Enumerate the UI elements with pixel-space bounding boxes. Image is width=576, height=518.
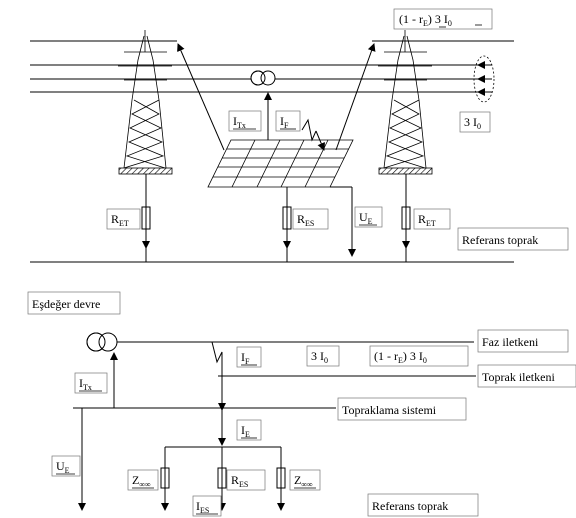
label-3i0-bottom: 3 I0 — [306, 345, 340, 367]
label-3i0-top: 3 I0 — [459, 111, 491, 133]
transformer-symbol — [250, 70, 276, 86]
svg-text:3 I0: 3 I0 — [464, 115, 481, 131]
svg-text:UE: UE — [359, 210, 373, 226]
svg-text:RET: RET — [418, 212, 436, 228]
svg-text:Faz iletkeni: Faz iletkeni — [482, 335, 539, 349]
bottom-equivalent-circuit: Eşdeğer devre — [27, 291, 576, 517]
label-phase-conductor: Faz iletkeni — [477, 329, 569, 353]
svg-text:RES: RES — [297, 212, 314, 228]
label-itx-bottom: ITx — [74, 372, 108, 394]
svg-text:Referans toprak: Referans toprak — [372, 499, 448, 513]
label-return-current-bottom: (1 - rE) 3 I0 — [369, 345, 469, 367]
label-return-current-top: (1 - rE) 3 I0 — [393, 8, 493, 30]
title-equivalent-circuit: Eşdeğer devre — [27, 291, 121, 315]
label-earthing-system: Topraklama sistemi — [337, 397, 467, 421]
transformer-symbol-bottom — [86, 332, 118, 352]
label-reference-earth-top: Referans toprak — [457, 227, 569, 251]
resistor-res-bottom — [217, 467, 227, 489]
resistor-res — [282, 206, 292, 230]
earthing-grid — [207, 139, 354, 188]
svg-text:IF: IF — [241, 350, 250, 366]
svg-text:Z∞∞: Z∞∞ — [294, 473, 313, 489]
label-res-top: RES — [292, 208, 329, 230]
label-ue-bottom: UE — [51, 455, 81, 477]
svg-text:IE: IE — [241, 423, 250, 439]
return-current-arrow-left — [177, 43, 225, 151]
resistor-ret-right — [401, 206, 411, 230]
label-zinf-right: Z∞∞ — [289, 469, 321, 491]
svg-text:Toprak iletkeni: Toprak iletkeni — [482, 370, 555, 384]
svg-text:Eşdeğer devre: Eşdeğer devre — [32, 297, 100, 311]
fault-lightning-symbol — [301, 118, 317, 142]
svg-text:IES: IES — [196, 499, 209, 515]
svg-text:RET: RET — [111, 212, 129, 228]
resistor-zinf-left — [160, 467, 170, 489]
label-reference-earth-bottom: Referans toprak — [367, 493, 479, 517]
zero-sequence-ellipse — [473, 55, 495, 103]
resistor-zinf-right — [276, 467, 286, 489]
top-physical-diagram: (1 - rE) 3 I0 3 I0 ITx IF RET RES UE — [30, 8, 569, 263]
label-res-bottom: RES — [226, 469, 266, 491]
label-if-top: IF — [275, 110, 301, 132]
label-ies-bottom: IES — [192, 495, 222, 517]
label-ret-right: RET — [413, 208, 451, 230]
label-ret-left: RET — [106, 208, 141, 230]
svg-text:Referans toprak: Referans toprak — [462, 233, 538, 247]
svg-text:ITx: ITx — [233, 114, 246, 130]
return-current-arrow-right — [335, 43, 376, 151]
svg-text:Topraklama sistemi: Topraklama sistemi — [342, 403, 437, 417]
label-ie-bottom: IE — [236, 419, 262, 441]
label-if-bottom: IF — [236, 346, 262, 368]
svg-text:3 I0: 3 I0 — [311, 349, 328, 365]
svg-text:Z∞∞: Z∞∞ — [132, 473, 151, 489]
label-zinf-left: Z∞∞ — [127, 469, 159, 491]
svg-text:IF: IF — [280, 114, 289, 130]
svg-text:UE: UE — [56, 459, 70, 475]
svg-text:(1 - rE) 3 I0: (1 - rE) 3 I0 — [374, 349, 427, 365]
resistor-ret-left — [141, 206, 151, 230]
label-itx-top: ITx — [228, 110, 262, 132]
svg-text:(1 - rE) 3 I0: (1 - rE) 3 I0 — [399, 12, 452, 28]
label-ue-top: UE — [354, 206, 383, 228]
fault-lightning-bottom — [211, 341, 223, 376]
svg-text:RES: RES — [231, 473, 248, 489]
svg-text:ITx: ITx — [79, 376, 92, 392]
label-earth-wire: Toprak iletkeni — [477, 364, 576, 388]
